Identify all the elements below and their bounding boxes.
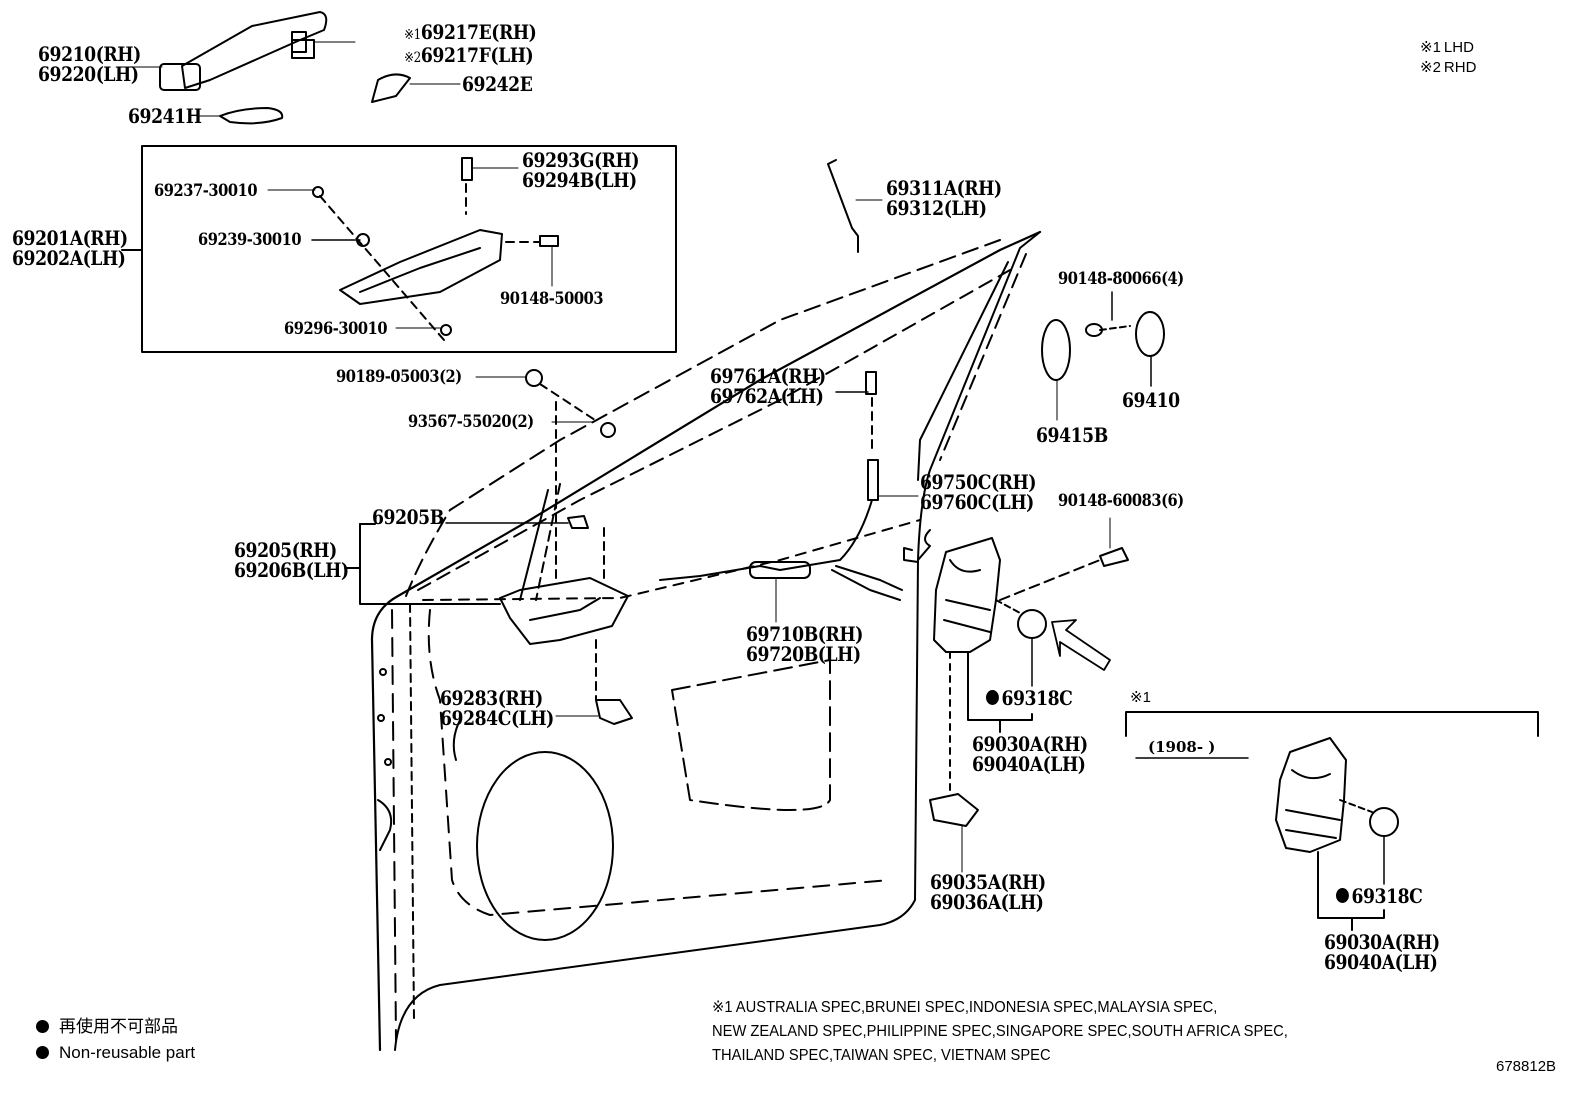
bullet-icon — [36, 1046, 49, 1059]
part-number: 69030A(RH) — [1324, 930, 1440, 954]
part-number: 69750C(RH) — [920, 470, 1037, 494]
part-number: 69206B(LH) — [234, 558, 349, 582]
part-number: 69318C — [1001, 686, 1073, 710]
part-label-striker-screw: 90148-80066(4) — [1058, 269, 1184, 289]
region-text: RHD — [1443, 59, 1477, 76]
part-label-rod: 69311A(RH) 69312(LH) — [886, 178, 1002, 218]
part-label-pad: 69242E — [462, 72, 533, 96]
variant-mark: ※1 — [1130, 689, 1151, 706]
part-number: 69036A(LH) — [930, 890, 1044, 914]
region-mark: ※1 — [1420, 39, 1441, 56]
clip-screw-drawing — [475, 369, 616, 581]
legend: 再使用不可部品 Non-reusable part — [36, 1014, 195, 1066]
part-label-seal: 69318C — [986, 686, 1073, 710]
legend-jp: 再使用不可部品 — [59, 1017, 178, 1036]
part-label-lock-cable: 69750C(RH) 69760C(LH) — [920, 472, 1036, 512]
part-label-variant-seal: 69318C — [1336, 884, 1423, 908]
part-number: 69202A(LH) — [12, 246, 126, 270]
part-number: 69035A(RH) — [930, 870, 1046, 894]
part-number: 69720B(LH) — [746, 642, 861, 666]
figure-code: 678812B — [1496, 1058, 1557, 1075]
lock-cable-drawing — [659, 371, 931, 623]
part-number: 69210(RH) — [38, 42, 141, 66]
part-number: 69710B(RH) — [746, 622, 863, 646]
region-mark: ※2 — [1420, 59, 1441, 76]
part-number: 69217E(RH) — [420, 20, 537, 44]
part-label-striker-plate: 69415B — [1036, 423, 1108, 447]
footnote-line: THAILAND SPEC,TAIWAN SPEC, VIETNAM SPEC — [712, 1047, 1051, 1064]
part-label-inner-handle: 69205(RH) 69206B(LH) — [234, 540, 349, 580]
part-number: 69201A(RH) — [12, 226, 128, 250]
part-number: 69040A(LH) — [1324, 950, 1438, 974]
part-number: 69762A(LH) — [710, 384, 824, 408]
region-mark: ※2 — [404, 50, 421, 66]
footnote-line: ※1 AUSTRALIA SPEC,BRUNEI SPEC,INDONESIA … — [712, 999, 1218, 1016]
part-label-variant-lock-assy: 69030A(RH) 69040A(LH) — [1324, 932, 1440, 972]
part-number: 69284C(LH) — [440, 706, 554, 730]
part-number: 69761A(RH) — [710, 364, 826, 388]
legend-en: Non-reusable part — [59, 1043, 196, 1062]
part-label-frame-screw-a: 69237-30010 — [154, 181, 258, 201]
footnote: ※1 AUSTRALIA SPEC,BRUNEI SPEC,INDONESIA … — [712, 996, 1288, 1068]
inner-handle-drawing — [344, 515, 633, 725]
lock-assembly-drawing — [903, 517, 1129, 873]
part-number: 69217F(LH) — [420, 43, 534, 67]
variant-box-drawing — [1125, 711, 1539, 931]
part-label-lock-knob: 69761A(RH) 69762A(LH) — [710, 366, 826, 406]
part-label-outer-handle: 69210(RH) 69220(LH) — [38, 44, 141, 84]
outer-handle-drawing — [119, 11, 461, 125]
variant-date: (1908- ) — [1148, 738, 1216, 756]
part-label-frame-bolt: 69296-30010 — [284, 319, 388, 339]
part-number: 69030A(RH) — [972, 732, 1088, 756]
part-label-lock-assy: 69030A(RH) 69040A(LH) — [972, 734, 1088, 774]
part-label-open-cable: 69710B(RH) 69720B(LH) — [746, 624, 863, 664]
part-label-frame-lever: 69293G(RH) 69294B(LH) — [522, 150, 639, 190]
bullet-icon — [36, 1020, 49, 1033]
part-label-lock-screw: 90148-60083(6) — [1058, 491, 1184, 511]
non-reusable-marker-icon — [986, 690, 999, 705]
part-label-handle-cap: ※169217E(RH) ※269217F(LH) — [404, 20, 537, 68]
footnote-line: NEW ZEALAND SPEC,PHILIPPINE SPEC,SINGAPO… — [712, 1023, 1288, 1040]
part-label-clip: 90189-05003(2) — [336, 367, 462, 387]
part-number: 69283(RH) — [440, 686, 543, 710]
part-label-screw-inner: 93567-55020(2) — [408, 412, 534, 432]
striker-drawing — [1041, 291, 1165, 421]
region-mark: ※1 — [404, 27, 421, 43]
part-label-bezel: 69205B — [372, 505, 444, 529]
rod-drawing — [827, 159, 883, 253]
part-label-handle-cover-inner: 69283(RH) 69284C(LH) — [440, 688, 554, 728]
part-label-frame-plug: 69239-30010 — [198, 230, 302, 250]
part-label-lock-cover: 69035A(RH) 69036A(LH) — [930, 872, 1046, 912]
region-text: LHD — [1443, 39, 1474, 56]
part-number: 69220(LH) — [38, 62, 139, 86]
part-label-frame-screw-b: 90148-50003 — [500, 289, 604, 309]
part-number: 69294B(LH) — [522, 168, 637, 192]
part-label-handle-cover: 69241H — [128, 104, 202, 128]
part-number: 69760C(LH) — [920, 490, 1034, 514]
part-number: 69312(LH) — [886, 196, 987, 220]
part-number: 69205(RH) — [234, 538, 337, 562]
part-number: 69040A(LH) — [972, 752, 1086, 776]
part-label-striker: 69410 — [1122, 388, 1180, 412]
non-reusable-marker-icon — [1336, 888, 1349, 903]
part-number: 69318C — [1351, 884, 1423, 908]
part-number: 69293G(RH) — [522, 148, 640, 172]
part-number: 69311A(RH) — [886, 176, 1002, 200]
frame-assembly-box — [121, 145, 677, 353]
part-label-frame-assy: 69201A(RH) 69202A(LH) — [12, 228, 128, 268]
door-panel-outline — [370, 230, 1042, 1052]
